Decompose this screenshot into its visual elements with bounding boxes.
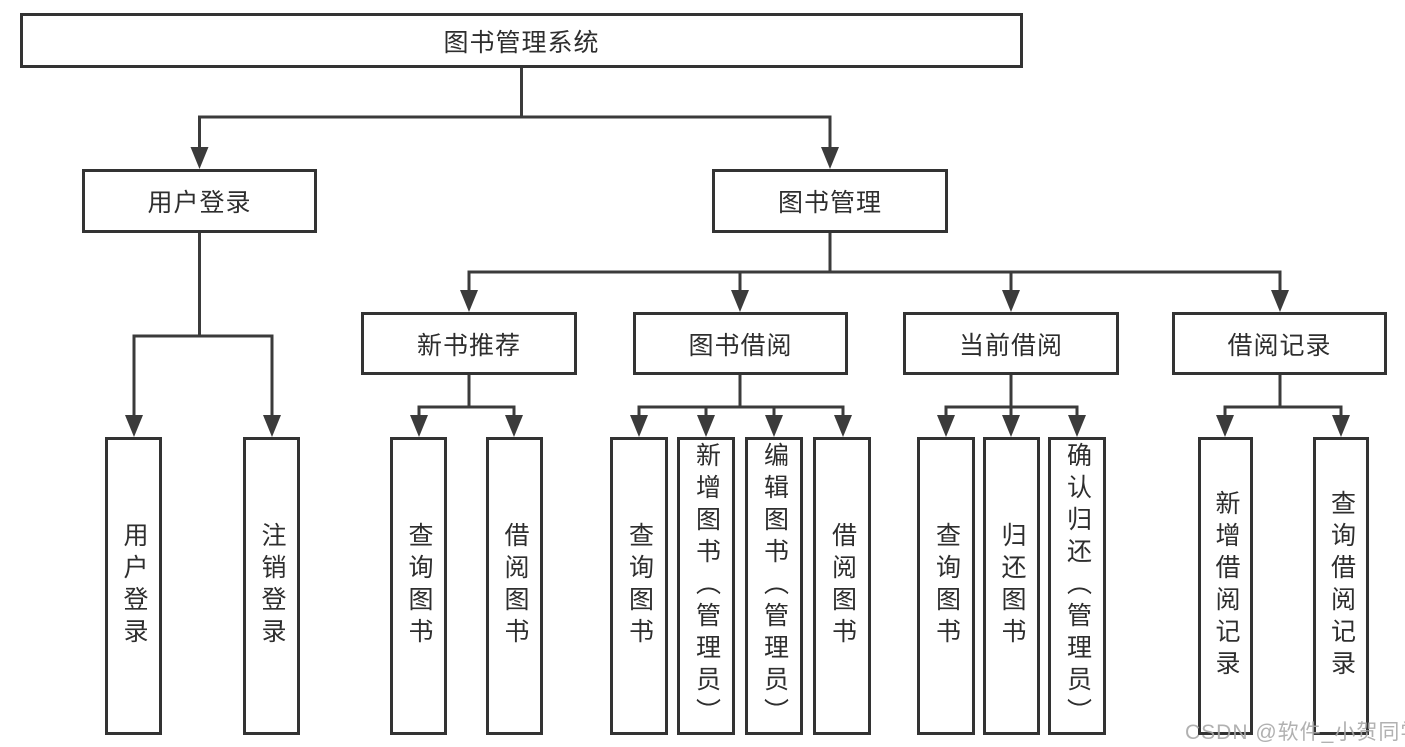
- csdn-watermark: CSDN @软件_小贺同学: [1185, 721, 1405, 744]
- leaf-borrow-books-recommend-label: 借阅图书: [501, 522, 529, 650]
- node-user-login: 用户登录: [82, 169, 317, 233]
- node-root-label: 图书管理系统: [443, 28, 600, 57]
- leaf-edit-books-admin: 编辑图书（管理员）: [745, 437, 803, 735]
- leaf-return-books-label: 归还图书: [998, 522, 1026, 650]
- leaf-query-books-current: 查询图书: [917, 437, 975, 735]
- leaf-borrow-books: 借阅图书: [813, 437, 871, 735]
- leaf-confirm-return-admin: 确认归还（管理员）: [1048, 437, 1106, 735]
- node-book-borrow: 图书借阅: [633, 312, 848, 375]
- leaf-confirm-return-admin-label: 确认归还（管理员）: [1063, 442, 1092, 730]
- leaf-query-books-borrow: 查询图书: [610, 437, 668, 735]
- node-new-book-recommend: 新书推荐: [361, 312, 577, 375]
- node-book-management-label: 图书管理: [777, 189, 882, 217]
- leaf-borrow-books-label: 借阅图书: [828, 522, 857, 650]
- leaf-edit-books-admin-label: 编辑图书（管理员）: [760, 442, 789, 730]
- node-book-borrow-label: 图书借阅: [688, 331, 793, 360]
- node-user-login-label: 用户登录: [147, 189, 252, 217]
- leaf-query-books-borrow-label: 查询图书: [625, 522, 654, 650]
- node-new-book-recommend-label: 新书推荐: [416, 331, 521, 360]
- leaf-add-borrow-record-label: 新增借阅记录: [1212, 490, 1240, 682]
- leaf-query-borrow-record: 查询借阅记录: [1313, 437, 1369, 735]
- leaf-query-books-current-label: 查询图书: [932, 522, 961, 650]
- node-current-borrow: 当前借阅: [903, 312, 1119, 375]
- leaf-add-books-admin: 新增图书（管理员）: [677, 437, 735, 735]
- leaf-user-login: 用户登录: [105, 437, 162, 735]
- node-book-management: 图书管理: [712, 169, 948, 233]
- leaf-query-books-recommend: 查询图书: [390, 437, 447, 735]
- leaf-return-books: 归还图书: [983, 437, 1040, 735]
- leaf-add-borrow-record: 新增借阅记录: [1198, 437, 1253, 735]
- leaf-user-login-label: 用户登录: [120, 522, 148, 650]
- leaf-logout-label: 注销登录: [258, 522, 286, 650]
- leaf-query-books-recommend-label: 查询图书: [405, 522, 433, 650]
- node-root-library-system: 图书管理系统: [20, 13, 1023, 68]
- node-current-borrow-label: 当前借阅: [958, 331, 1063, 360]
- node-borrow-record-label: 借阅记录: [1227, 331, 1332, 360]
- leaf-add-books-admin-label: 新增图书（管理员）: [692, 442, 721, 730]
- leaf-query-borrow-record-label: 查询借阅记录: [1327, 490, 1356, 682]
- leaf-logout: 注销登录: [243, 437, 300, 735]
- node-borrow-record: 借阅记录: [1172, 312, 1387, 375]
- leaf-borrow-books-recommend: 借阅图书: [486, 437, 543, 735]
